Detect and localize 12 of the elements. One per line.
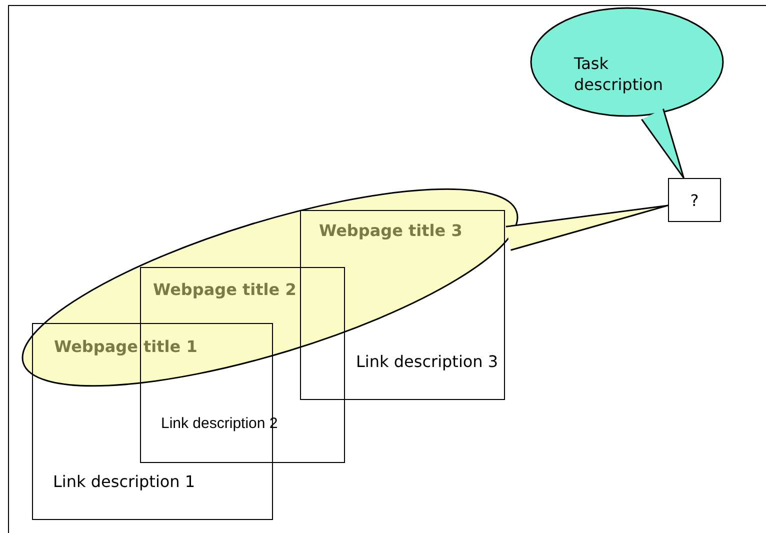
bubble-text: Task description	[574, 53, 664, 95]
placeholder-box: ?	[668, 178, 721, 222]
speech-bubble	[530, 7, 724, 117]
page-box	[140, 267, 345, 463]
link-description: Link description 3	[356, 352, 498, 371]
link-description: Link description 1	[53, 472, 196, 491]
page-box	[300, 210, 505, 400]
page-title: Webpage title 3	[319, 221, 462, 240]
callout-tail	[640, 108, 684, 179]
callout-tail	[505, 204, 669, 251]
page-title: Webpage title 1	[54, 337, 198, 356]
page-title: Webpage title 2	[153, 280, 296, 299]
